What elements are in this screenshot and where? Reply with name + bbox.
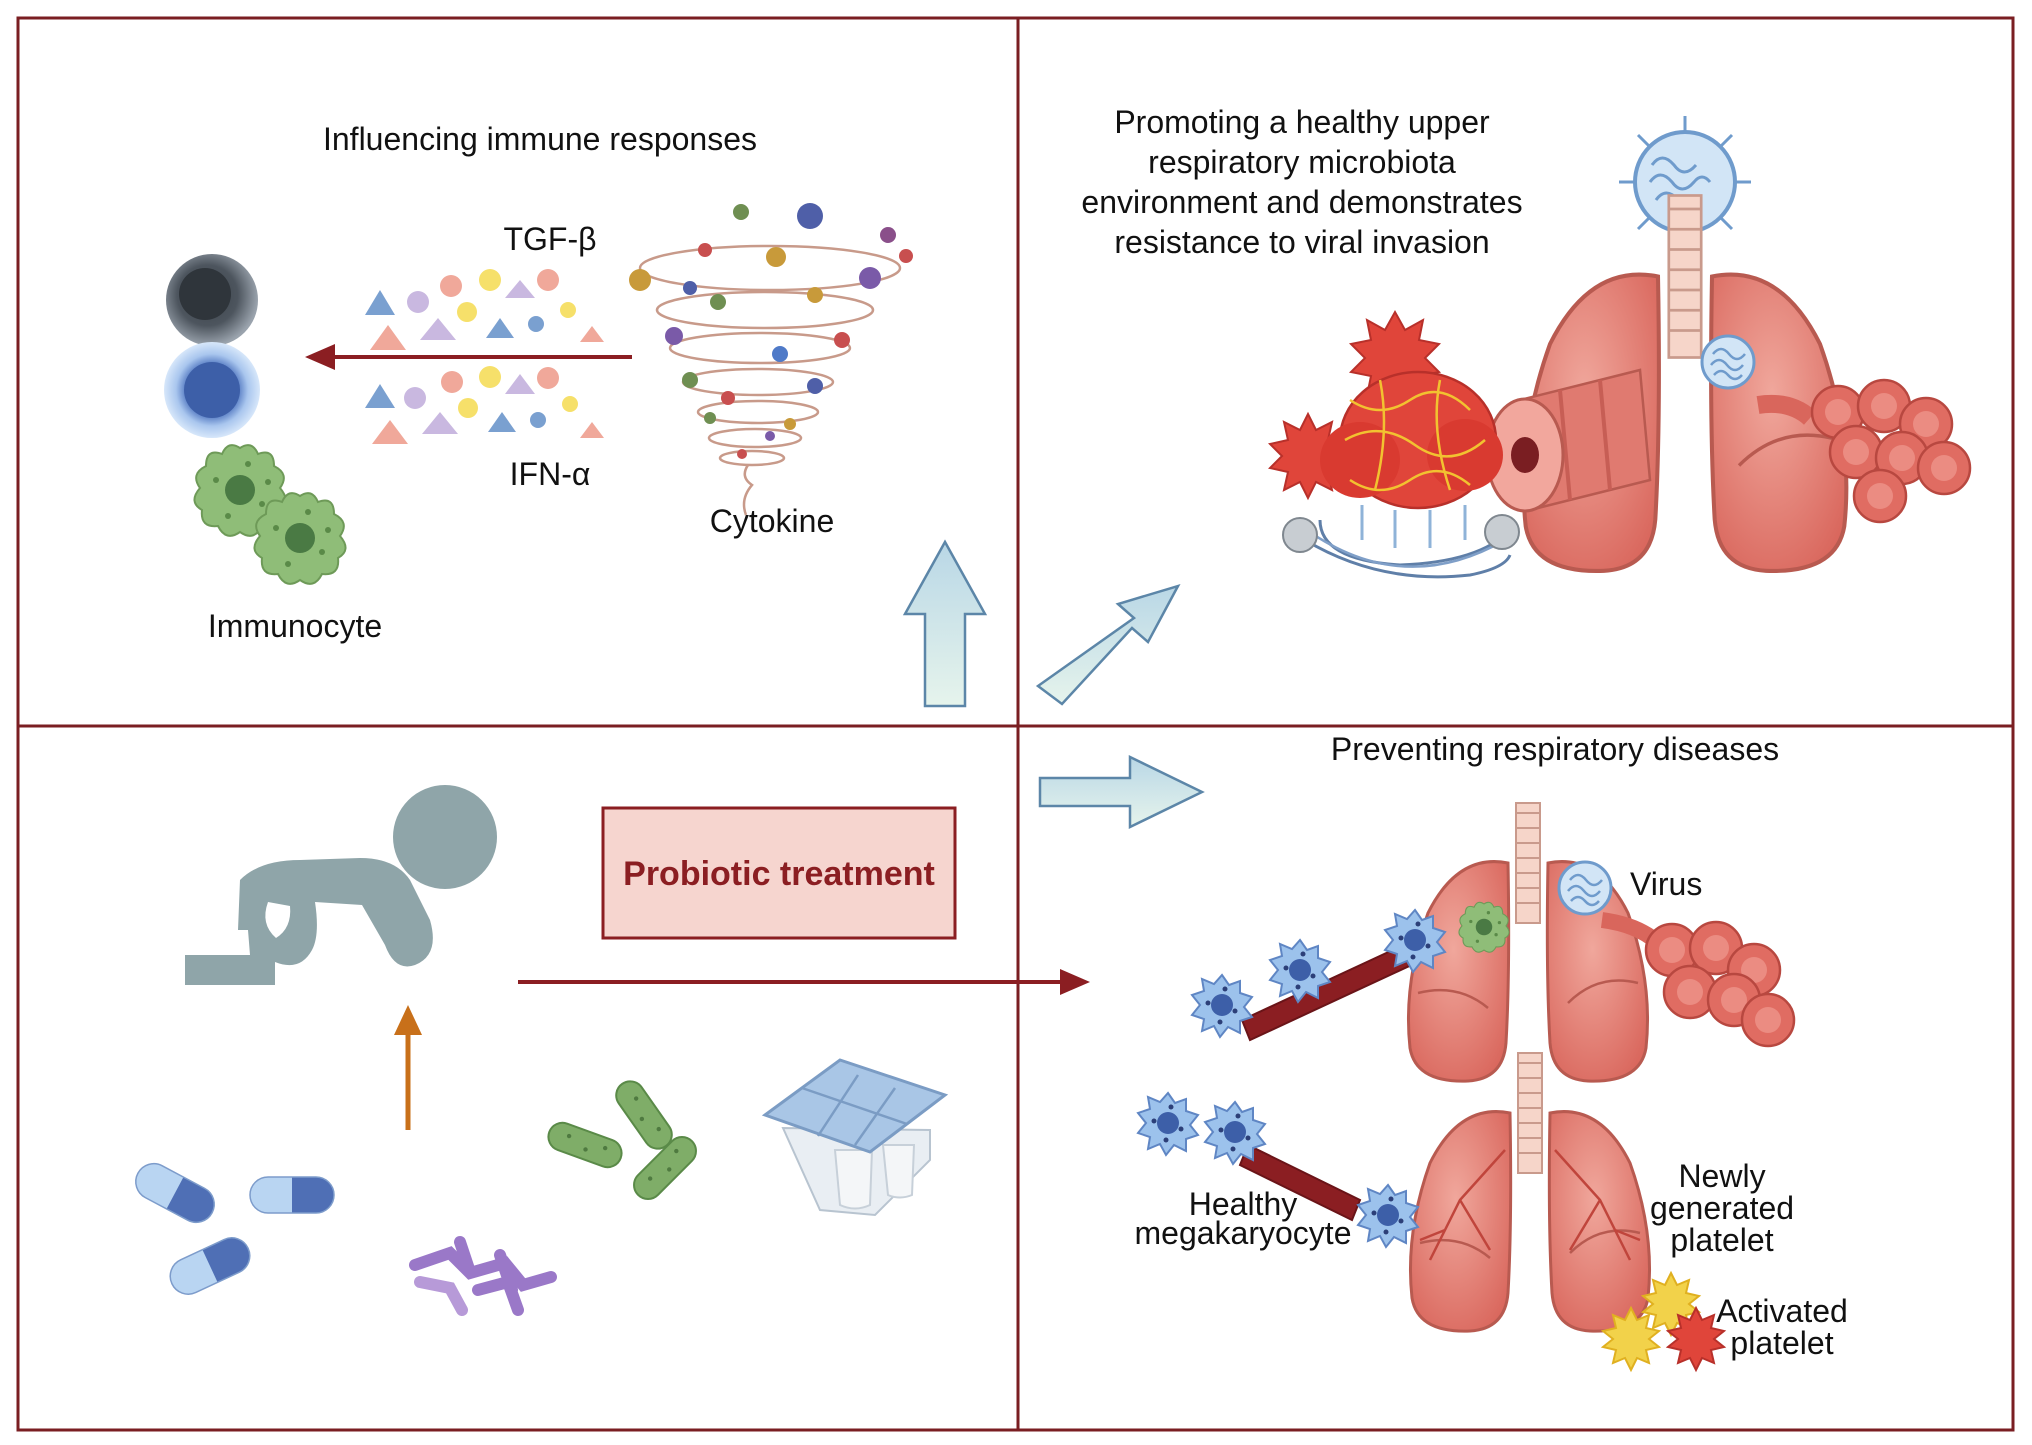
virus-label: Virus [1630, 866, 1702, 902]
treatment-label: Probiotic treatment [623, 855, 935, 893]
microbiota-title-line-4: resistance to viral invasion [1114, 224, 1489, 260]
tgf-beta-label: TGF-β [503, 221, 596, 257]
yogurt-cups [761, 1058, 949, 1217]
healthy-label-line-2: megakaryocyte [1135, 1215, 1352, 1251]
cytokine-spiral [629, 203, 913, 516]
treatment-arrow [518, 969, 1090, 995]
prevention-title: Preventing respiratory diseases [1331, 731, 1779, 767]
newly-label-line-2: generated [1650, 1190, 1794, 1226]
panel-immune: Influencing immune responses Immunocyte [164, 121, 988, 708]
alveoli-top [1756, 378, 1972, 524]
lungs-lower [1137, 1051, 1727, 1373]
outer-frame [16, 16, 2015, 1432]
capsule-pills [128, 1156, 335, 1301]
diagonal-arrow [1035, 583, 1181, 706]
infant-figure [185, 785, 497, 985]
cytokine-label: Cytokine [710, 503, 835, 539]
lungs-upper [1191, 801, 1796, 1083]
immunocyte-cells [164, 254, 347, 585]
healthy-label-line-1: Healthy [1189, 1186, 1298, 1222]
right-arrow [1038, 755, 1205, 829]
microbiota-title-line-1: Promoting a healthy upper [1114, 104, 1490, 140]
up-arrow [902, 539, 988, 708]
microbiota-mass [1268, 309, 1520, 579]
immune-title: Influencing immune responses [323, 121, 757, 157]
panel-microbiota: Promoting a healthy upper respiratory mi… [1035, 104, 1972, 706]
ifn-alpha-label: IFN-α [510, 456, 591, 492]
cytokine-particles [365, 269, 604, 444]
treatment-box [601, 806, 957, 940]
panel-prevention: Preventing respiratory diseases Virus [1038, 731, 1848, 1373]
cytokine-arrow [305, 344, 632, 370]
prebiotic-molecules [409, 1236, 557, 1316]
newly-label-line-1: Newly [1678, 1158, 1765, 1194]
airway-tube [1485, 368, 1652, 513]
activated-label-line-1: Activated [1716, 1293, 1848, 1329]
immunocyte-label: Immunocyte [208, 608, 382, 644]
panel-treatment: Probiotic treatment [128, 785, 1090, 1316]
microbiota-title-line-2: respiratory microbiota [1148, 144, 1456, 180]
probiotic-bacteria [543, 1074, 703, 1206]
activated-label-line-2: platelet [1730, 1325, 1833, 1361]
newly-label-line-3: platelet [1670, 1222, 1773, 1258]
microbiota-title-line-3: environment and demonstrates [1081, 184, 1522, 220]
supply-arrow [394, 1005, 422, 1130]
